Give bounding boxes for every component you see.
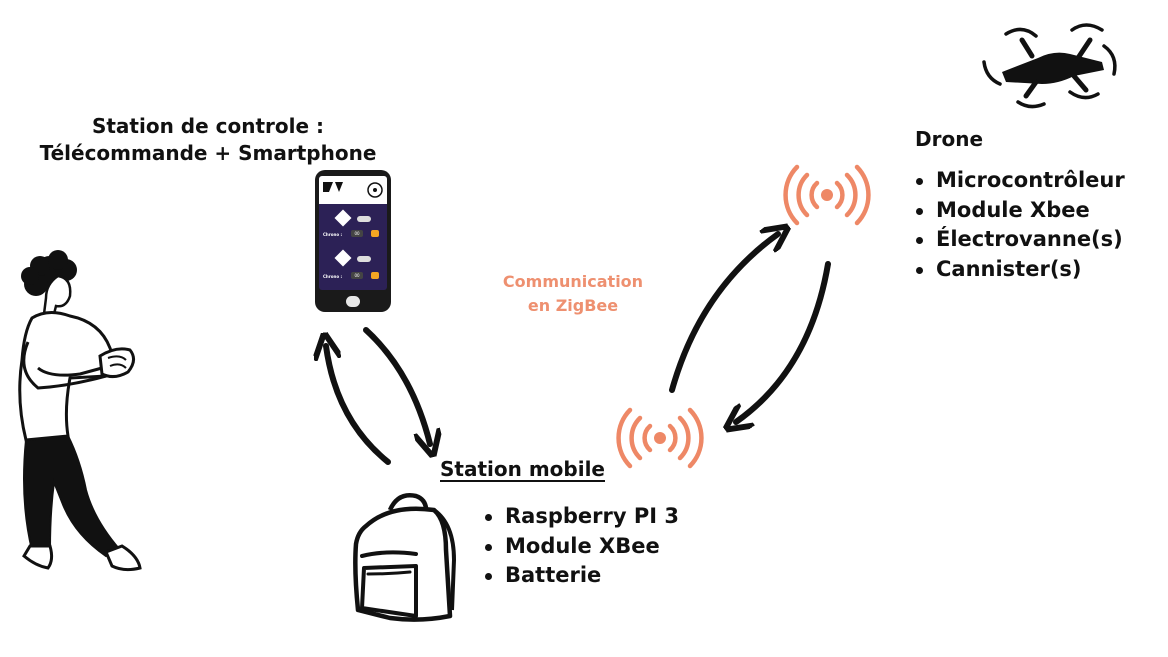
phone-start-button-2	[371, 272, 379, 279]
backpack-icon	[353, 493, 457, 622]
curved-arrow-icon	[326, 346, 391, 465]
wireless-signal-icon	[783, 164, 871, 226]
phone-screen-header	[319, 176, 387, 204]
list-item: Électrovanne(s)	[914, 225, 1125, 255]
person-with-remote-icon	[18, 250, 142, 572]
drone-title: Drone	[915, 127, 984, 151]
communication-line2: en ZigBee	[527, 296, 619, 315]
curved-arrow-icon	[363, 327, 430, 444]
wireless-signal-icon	[616, 407, 704, 469]
drone-component-list: Microcontrôleur Module Xbee Électrovanne…	[914, 166, 1125, 284]
phone-chrono-label-1: Chrono :	[323, 232, 343, 237]
list-item: Microcontrôleur	[914, 166, 1125, 196]
communication-label: Communication en ZigBee	[480, 270, 666, 318]
curved-arrow-icon	[736, 261, 831, 422]
list-item: Module XBee	[483, 532, 679, 562]
control-station-title: Station de controle : Télécommande + Sma…	[18, 113, 398, 167]
mobile-station-component-list: Raspberry PI 3 Module XBee Batterie	[483, 502, 679, 591]
phone-chrono-value-1: 00	[351, 230, 363, 237]
curved-arrow-icon	[669, 234, 778, 393]
control-station-title-line1: Station de controle :	[91, 114, 325, 138]
communication-line1: Communication	[502, 272, 644, 291]
control-station-title-line2: Télécommande + Smartphone	[39, 141, 377, 165]
phone-chrono-value-2: 00	[351, 272, 363, 279]
drone-icon	[982, 23, 1117, 109]
list-item: Cannister(s)	[914, 255, 1125, 285]
list-item: Module Xbee	[914, 196, 1125, 226]
smartphone-icon: Chrono : 00 Chrono : 00	[315, 170, 391, 312]
list-item: Raspberry PI 3	[483, 502, 679, 532]
mobile-station-title: Station mobile	[440, 457, 605, 481]
phone-chrono-label-2: Chrono :	[323, 274, 343, 279]
list-item: Batterie	[483, 561, 679, 591]
phone-screen: Chrono : 00 Chrono : 00	[319, 176, 387, 290]
phone-home-button	[346, 296, 360, 307]
phone-start-button-1	[371, 230, 379, 237]
